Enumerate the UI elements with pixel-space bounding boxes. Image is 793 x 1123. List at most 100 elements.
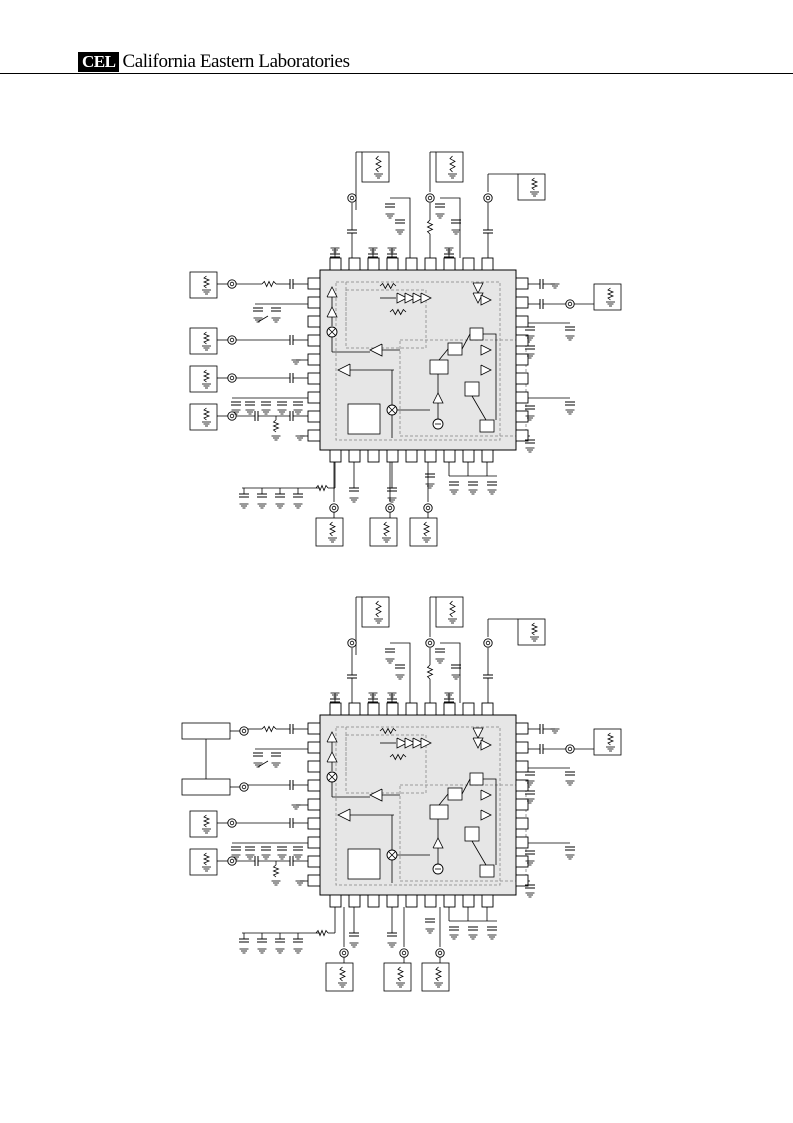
capacitor-icon: [451, 664, 461, 669]
ground-symbol-icon: [245, 854, 255, 860]
ic-pin-square: [367, 702, 380, 716]
mixer-cross-icon: [328, 773, 336, 781]
capacitor-icon: [289, 279, 294, 289]
wire: [461, 333, 471, 350]
probe-box-icon: [315, 517, 344, 547]
mixer-cross-icon: [328, 328, 336, 336]
mixer-cross-icon: [388, 851, 396, 859]
capacitor-icon: [239, 493, 249, 498]
probe-box-icon: [593, 283, 622, 311]
capacitor-icon: [277, 401, 287, 406]
ic-pin-square: [405, 894, 418, 908]
ic-pin-square: [424, 257, 437, 271]
ground-symbol-icon: [525, 860, 535, 866]
capacitor-icon: [525, 326, 535, 331]
ground-symbol-icon: [202, 421, 211, 427]
ic-pin-square: [515, 429, 529, 442]
ic-pin-square: [307, 391, 321, 404]
ground-symbol-icon: [468, 934, 478, 940]
amplifier-triangle-icon: [420, 737, 432, 749]
variable-cap-arrow: [257, 760, 269, 768]
coax-connector-icon: [437, 950, 443, 956]
ic-pin-square: [307, 429, 321, 442]
ic-pin-square: [515, 410, 529, 423]
resistor-icon: [435, 966, 442, 982]
capacitor-icon: [385, 203, 395, 208]
ground-symbol-icon: [202, 828, 211, 834]
ic-pin-square: [348, 702, 361, 716]
ic-pin-square: [424, 702, 437, 716]
coax-connector-icon: [567, 301, 573, 307]
capacitor-icon: [487, 926, 497, 931]
coax-connector-icon: [425, 638, 435, 648]
ic-pin-square: [515, 817, 529, 830]
coax-connector-icon: [241, 784, 247, 790]
coax-connector-icon: [241, 728, 247, 734]
coax-connector-icon: [329, 503, 339, 513]
ground-symbol-icon: [291, 359, 301, 365]
ground-symbol-icon: [271, 317, 281, 323]
resistor-icon: [202, 275, 211, 289]
amplifier-triangle-icon: [480, 789, 492, 801]
ground-symbol-icon: [448, 618, 457, 624]
ground-symbol-icon: [525, 892, 535, 898]
capacitor-icon: [387, 487, 397, 492]
ic-pin-square: [386, 257, 399, 271]
capacitor-icon: [387, 932, 397, 937]
ground-symbol-icon: [422, 537, 431, 543]
ground-symbol-icon: [530, 191, 539, 197]
pll-block: [347, 848, 381, 880]
ic-pin-square: [462, 894, 475, 908]
capacitor-icon: [275, 493, 285, 498]
coax-connector-icon: [239, 782, 249, 792]
coax-connector-icon: [227, 856, 237, 866]
ic-pin-square: [307, 334, 321, 347]
resistor-icon: [423, 521, 430, 537]
coax-connector-icon: [425, 505, 431, 511]
probe-box-icon: [189, 848, 218, 876]
coax-connector-icon: [399, 948, 409, 958]
ground-symbol-icon: [330, 692, 340, 698]
coax-connector-icon: [483, 638, 493, 648]
header-rule: [0, 73, 793, 74]
probe-box-icon: [189, 810, 218, 838]
capacitor-icon: [275, 938, 285, 943]
probe-box-icon: [361, 596, 390, 628]
ground-symbol-icon: [231, 409, 241, 415]
capacitor-icon: [525, 790, 535, 795]
resistor-icon: [389, 308, 407, 316]
resistor-icon: [315, 484, 329, 492]
ic-pin-square: [405, 702, 418, 716]
capacitor-icon: [565, 846, 575, 851]
capacitor-icon: [525, 345, 535, 350]
probe-box-icon: [383, 962, 412, 992]
ic-pin-square: [443, 257, 456, 271]
coax-connector-icon: [229, 337, 235, 343]
wire: [438, 793, 449, 806]
resistor-icon: [383, 521, 390, 537]
resistor-icon: [397, 966, 404, 982]
ground-symbol-icon: [387, 942, 397, 948]
resistor-icon: [202, 407, 211, 421]
ground-symbol-icon: [368, 247, 378, 253]
capacitor-icon: [468, 481, 478, 486]
coax-connector-icon: [485, 640, 491, 646]
capacitor-icon: [565, 326, 575, 331]
capacitor-icon: [239, 938, 249, 943]
probe-box-icon: [593, 728, 622, 756]
capacitor-icon: [254, 856, 259, 866]
ic-pin-square: [515, 372, 529, 385]
amplifier-triangle-icon: [472, 292, 484, 304]
ic-pin-square: [367, 894, 380, 908]
ic-pin-square: [481, 449, 494, 463]
amplifier-triangle-icon: [412, 292, 424, 304]
coax-connector-icon: [401, 950, 407, 956]
ic-pin-square: [515, 760, 529, 773]
internal-boundary: [399, 339, 527, 437]
ground-symbol-icon: [374, 618, 383, 624]
ic-pin-square: [405, 449, 418, 463]
amplifier-triangle-icon: [472, 737, 484, 749]
coax-connector-icon: [347, 638, 357, 648]
ground-symbol-icon: [451, 674, 461, 680]
ic-pin-square: [307, 315, 321, 328]
